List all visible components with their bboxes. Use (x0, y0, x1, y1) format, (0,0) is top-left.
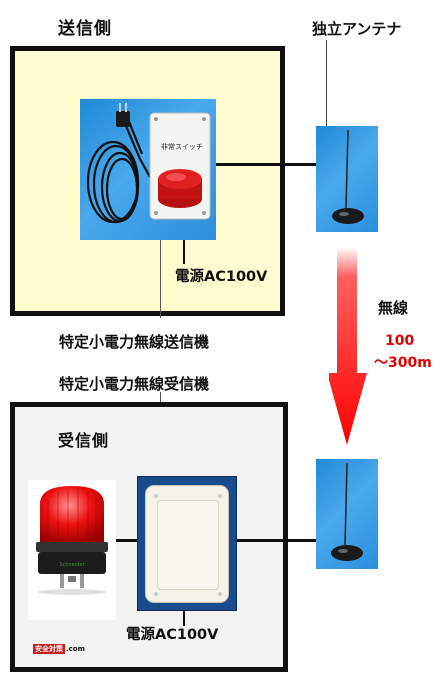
watermark-badge: 安全対策 (33, 644, 65, 654)
tx-power-wire (183, 240, 185, 264)
receiver-title: 受信側 (58, 431, 110, 450)
antenna-pointer-line (326, 40, 327, 128)
range-line1: 100 (385, 333, 415, 349)
tx-antenna-photo (316, 126, 378, 232)
rx-power-label: 電源AC100V (126, 627, 219, 643)
tx-power-label: 電源AC100V (175, 269, 268, 285)
svg-text:Schneider: Schneider (59, 562, 85, 568)
wireless-label: 無線 (378, 299, 409, 317)
transmitter-device-name: 特定小電力無線送信機 (59, 333, 210, 351)
tx-antenna-cable (216, 163, 316, 166)
receiver-device-name: 特定小電力無線受信機 (59, 375, 210, 393)
antenna-icon (331, 462, 363, 561)
receiver-unit-photo (137, 476, 237, 611)
switch-label: 非常スイッチ (161, 143, 203, 151)
rotating-light-icon: Schneider (36, 486, 108, 595)
plug-icon (116, 111, 130, 127)
signal-light-photo: Schneider (28, 480, 116, 620)
receiver-lid (157, 500, 219, 590)
link-line-top (160, 240, 161, 318)
rx-antenna-cable (237, 539, 317, 542)
rx-antenna-photo (316, 459, 378, 569)
power-cord-icon (86, 118, 151, 224)
antenna-icon (332, 129, 364, 224)
antenna-title: 独立アンテナ (312, 20, 402, 38)
watermark: 安全対策.com (33, 644, 85, 654)
rx-power-wire (183, 610, 185, 626)
emergency-switch-photo: 非常スイッチ (80, 99, 216, 240)
receiver-case (145, 485, 229, 603)
watermark-suffix: .com (66, 645, 85, 653)
switch-illustration (86, 103, 211, 224)
wireless-arrow-icon (329, 247, 367, 445)
light-receiver-cable (116, 539, 138, 542)
transmitter-title: 送信側 (58, 19, 112, 39)
range-line2: ～300m (374, 355, 432, 371)
